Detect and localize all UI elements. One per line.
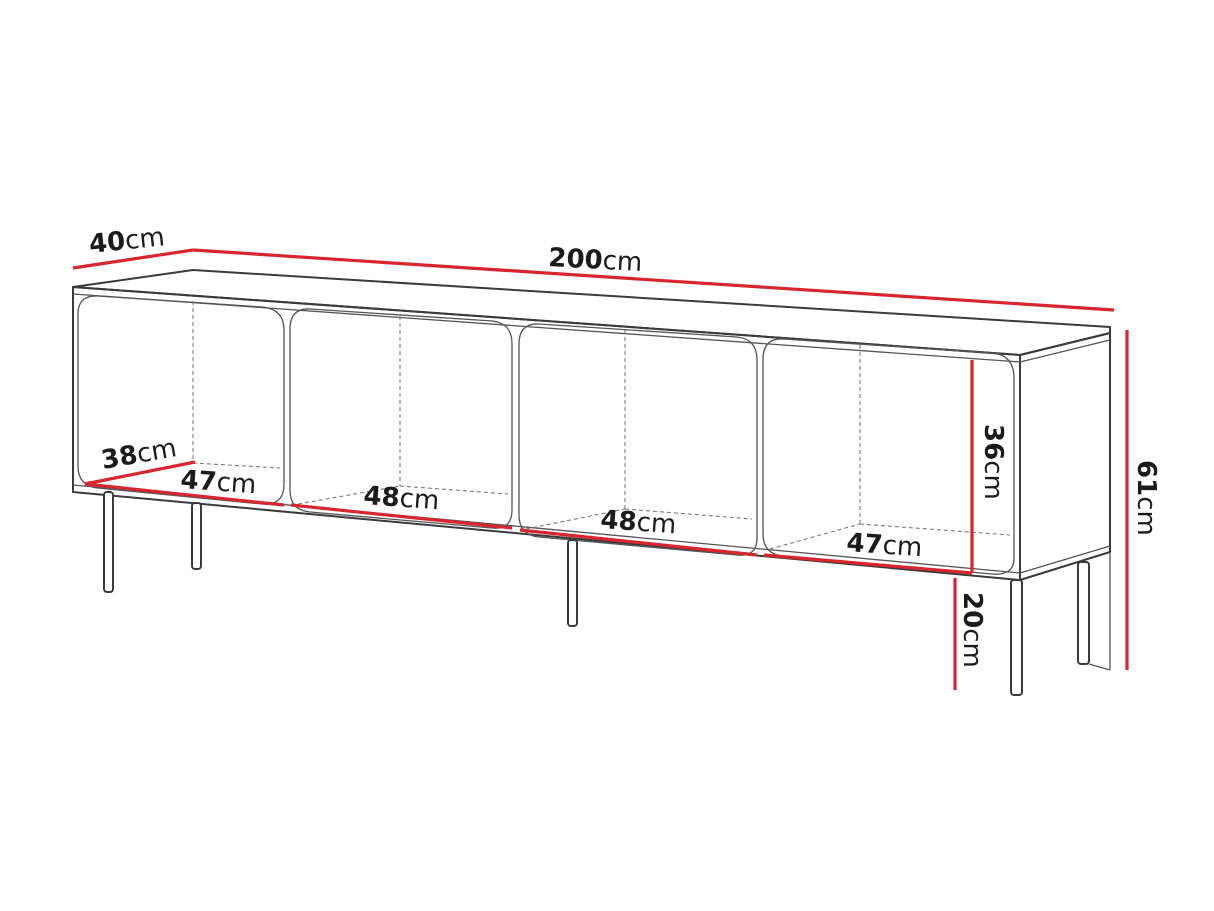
label-compartment-1-value: 47 — [180, 465, 218, 497]
wall-base-line — [1088, 663, 1111, 671]
cabinet-top-surface — [72, 269, 1111, 356]
label-compartment-1-unit: cm — [216, 468, 258, 501]
label-compartment-2-unit: cm — [399, 484, 441, 517]
label-compartment-4-unit: cm — [882, 531, 924, 564]
leg-front-right — [1010, 579, 1023, 696]
label-total-height-value: 61 — [1131, 460, 1161, 496]
compartment-2 — [289, 308, 513, 529]
leg-back-left — [191, 502, 202, 570]
label-compartment-3: 48cm — [600, 505, 678, 540]
label-inner-depth: 38cm — [99, 433, 179, 476]
cabinet-side-face — [1019, 332, 1111, 581]
label-depth-top-unit: cm — [124, 222, 167, 256]
label-leg-height: 20cm — [957, 592, 987, 668]
side-top-edge-line — [1019, 339, 1111, 363]
label-compartment-2: 48cm — [363, 481, 441, 516]
dimension-lines — [72, 248, 1129, 690]
label-depth-top: 40cm — [88, 222, 167, 260]
label-leg-height-value: 20 — [957, 592, 987, 628]
compartment-3 — [518, 323, 758, 556]
label-inner-depth-unit: cm — [135, 433, 179, 469]
side-bottom-edge-line — [1019, 545, 1111, 574]
cabinet-body — [72, 269, 1111, 581]
dim-line-compartment-2 — [290, 503, 513, 530]
dim-line-width — [192, 248, 1115, 312]
dim-line-compartment-3 — [519, 528, 758, 557]
leg-center — [567, 539, 578, 627]
label-compartment-4: 47cm — [846, 528, 924, 563]
dim-line-compartment-1 — [84, 482, 285, 507]
label-inner-height: 36cm — [978, 424, 1008, 500]
label-compartment-1: 47cm — [180, 465, 258, 500]
label-total-height-unit: cm — [1131, 496, 1161, 536]
label-inner-height-value: 36 — [978, 424, 1008, 460]
cabinet-legs — [103, 491, 1111, 696]
label-compartment-2-value: 48 — [363, 481, 401, 513]
label-inner-height-unit: cm — [978, 460, 1008, 500]
dim-line-depth-top — [72, 248, 194, 270]
label-depth-top-value: 40 — [88, 226, 127, 260]
label-total-height: 61cm — [1131, 460, 1161, 536]
compartment-4 — [762, 338, 1015, 575]
label-width-unit: cm — [602, 246, 643, 278]
label-compartment-3-value: 48 — [600, 505, 638, 537]
label-width: 200cm — [548, 243, 643, 278]
dimension-labels: 40cm 200cm 38cm 47cm 48cm 48cm 47cm 36cm… — [88, 222, 1161, 668]
label-compartment-4-value: 47 — [846, 528, 884, 560]
label-width-value: 200 — [548, 243, 604, 276]
label-inner-depth-value: 38 — [99, 440, 140, 476]
label-compartment-3-unit: cm — [636, 508, 678, 541]
leg-back-right — [1077, 561, 1090, 665]
leg-front-left — [103, 491, 114, 593]
label-leg-height-unit: cm — [957, 628, 987, 668]
dim-line-compartment-4 — [763, 553, 973, 575]
dim-line-inner-depth — [84, 460, 196, 486]
